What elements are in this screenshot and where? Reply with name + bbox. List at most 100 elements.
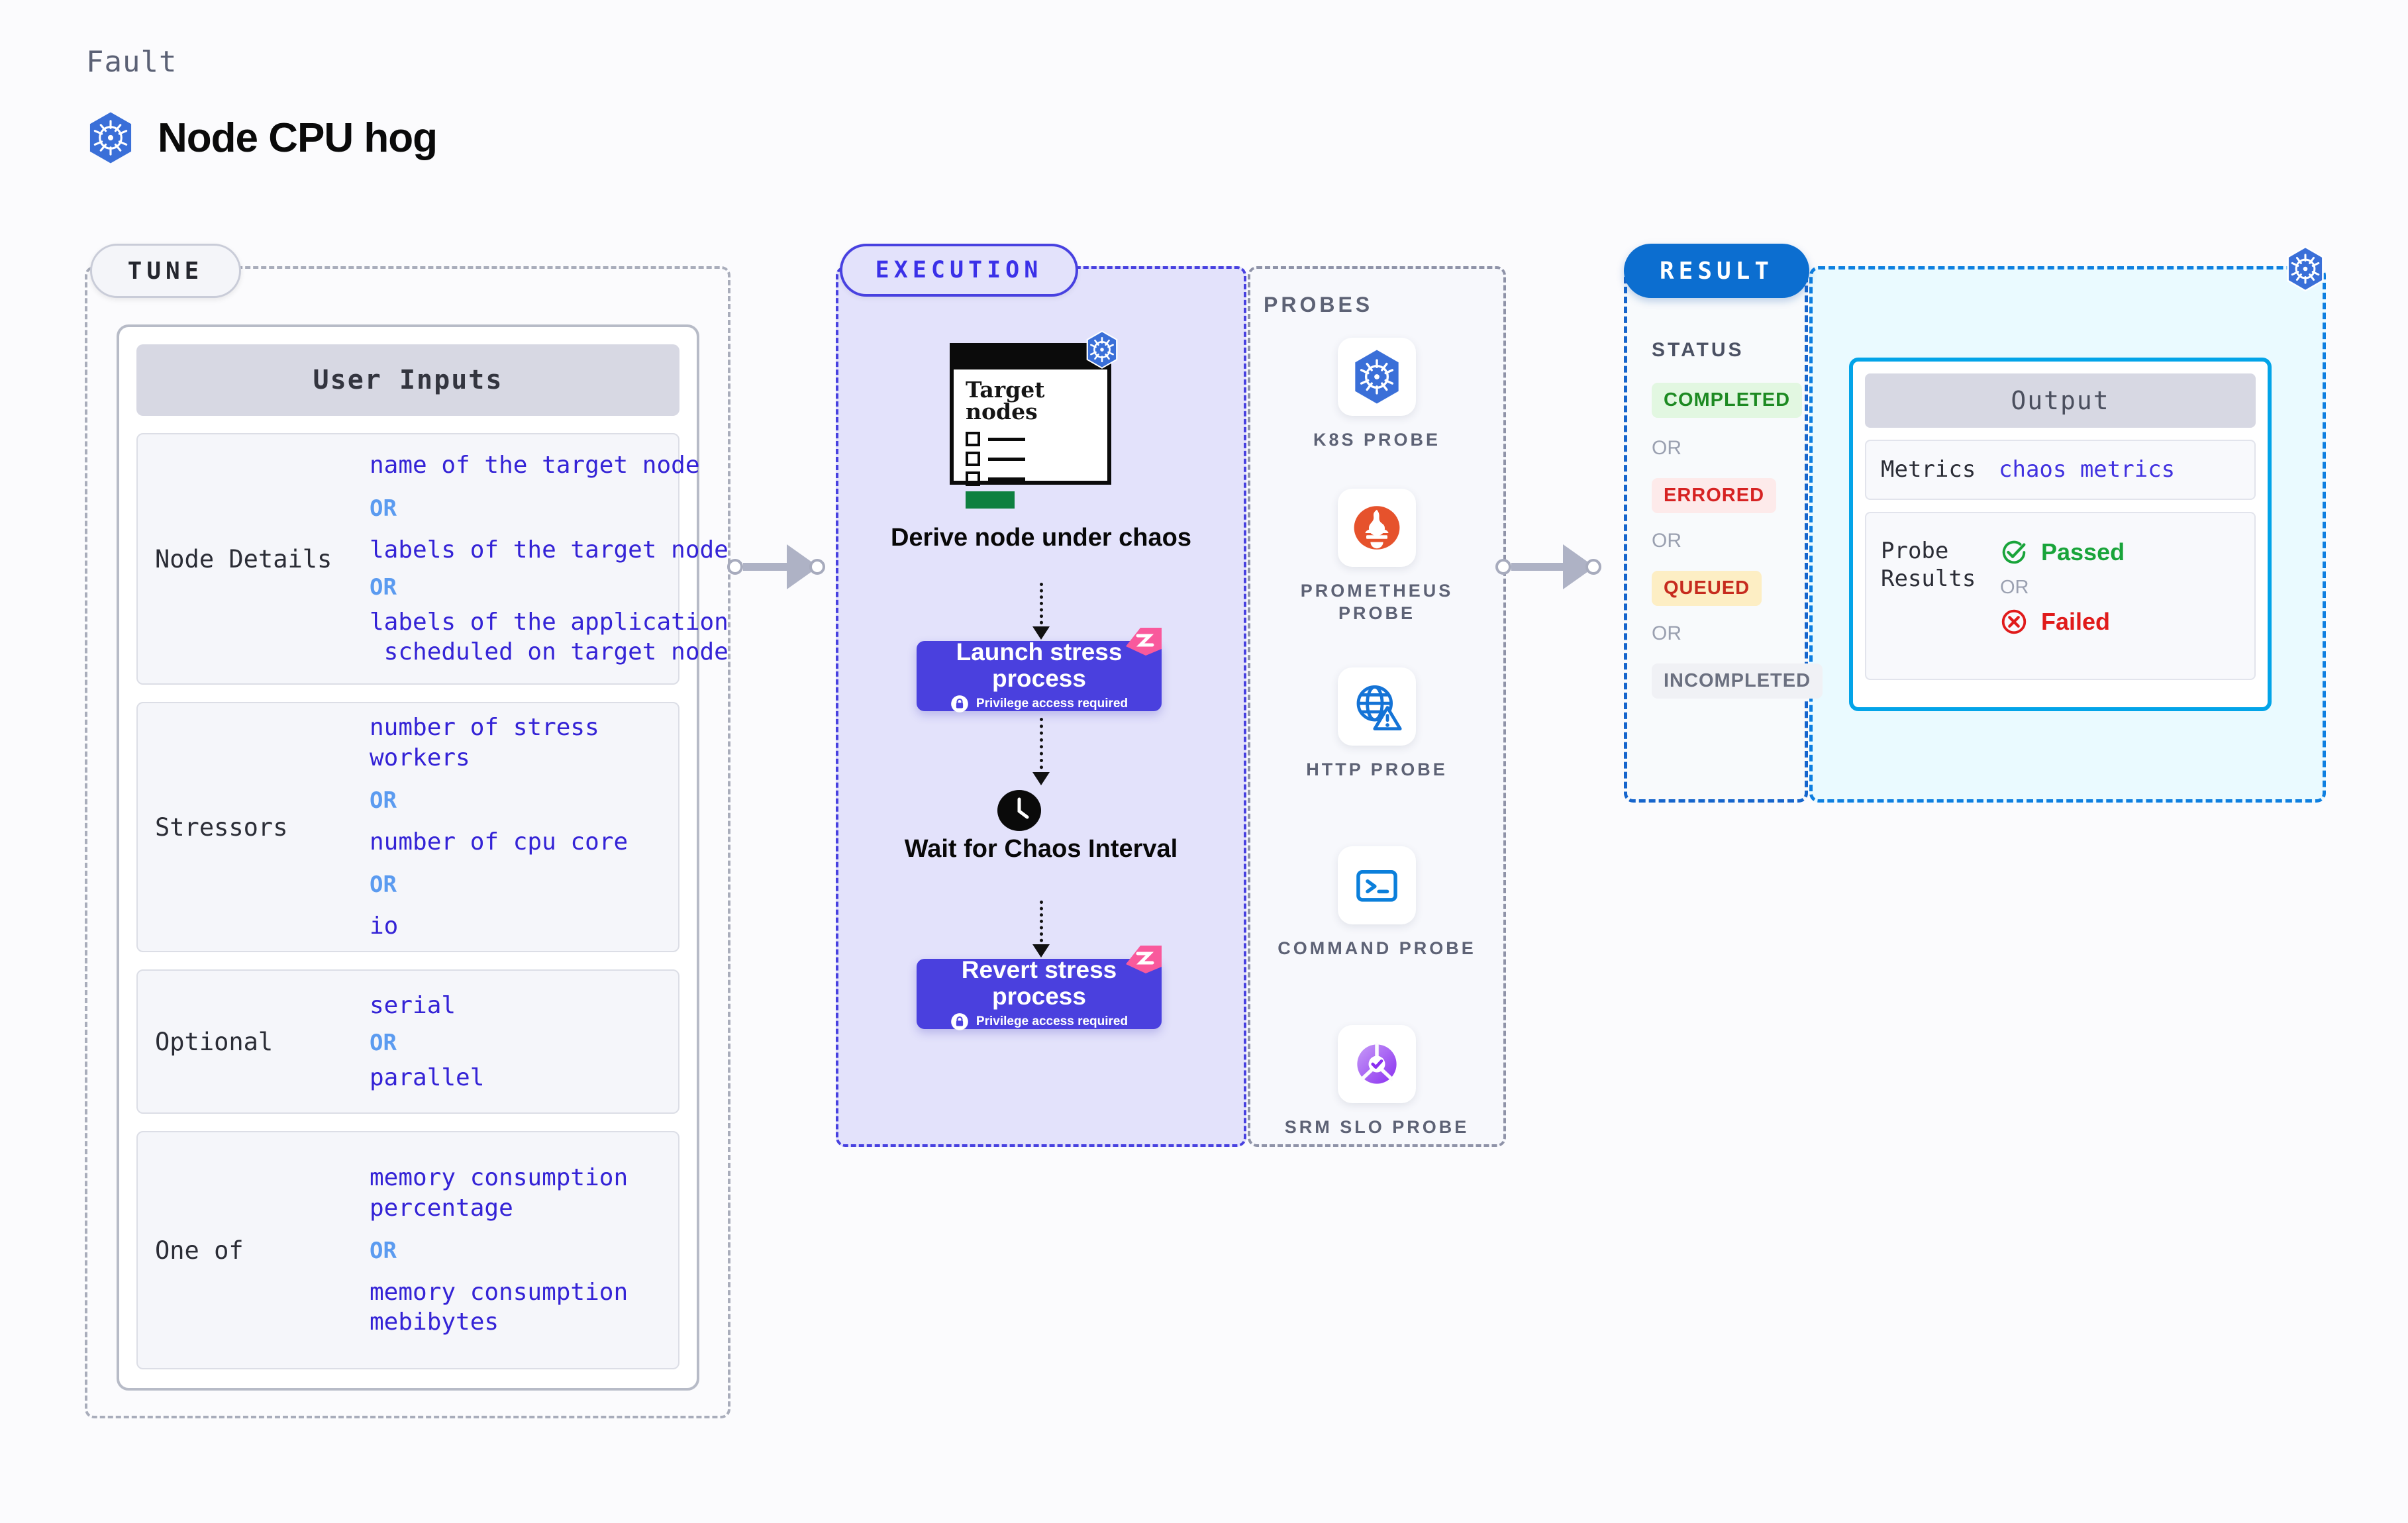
- status-section-label: STATUS: [1652, 339, 1744, 361]
- harness-ribbon-icon: [1126, 628, 1162, 656]
- probe-item-srm-slo[interactable]: SRM SLO PROBE: [1268, 1025, 1486, 1139]
- fault-title-row: Node CPU hog: [86, 111, 438, 164]
- output-card: Output Metrics chaos metrics Probe Resul…: [1849, 358, 2272, 711]
- arrow-line: [1040, 718, 1043, 783]
- probe-label: HTTP PROBE: [1306, 760, 1448, 779]
- probe-result-separator: OR: [2000, 576, 2029, 598]
- output-row-value: chaos metrics: [1999, 456, 2176, 483]
- target-card-titlebar: [954, 347, 1107, 369]
- probe-result-failed-label: Failed: [2041, 607, 2111, 635]
- prometheus-icon: [1354, 506, 1400, 550]
- tune-row-stressors: Stressors number of stress workers OR nu…: [136, 702, 679, 952]
- step-revert-stress-process[interactable]: Revert stress process Privilege access r…: [917, 946, 1162, 1031]
- probe-result-failed: Failed: [1999, 607, 2254, 637]
- privilege-note: Privilege access required: [950, 695, 1128, 713]
- checklist-item: [966, 432, 1107, 446]
- clock-icon: [997, 790, 1041, 834]
- output-row-key: Probe Results: [1881, 537, 1976, 593]
- tune-row-key: Stressors: [155, 812, 288, 842]
- user-inputs-card: User Inputs Node Details name of the tar…: [117, 324, 728, 1391]
- checkbox-icon: [966, 471, 980, 486]
- probe-label: PROMETHEUS PROBE: [1300, 581, 1454, 623]
- probe-item-k8s[interactable]: K8S PROBE: [1268, 338, 1486, 452]
- probe-icon-tile: [1338, 846, 1416, 924]
- connector-bar: [1511, 563, 1563, 571]
- check-circle-icon: [2002, 540, 2026, 564]
- tune-separator: OR: [370, 871, 397, 899]
- globe-warning-icon: [1356, 685, 1402, 730]
- probes-section-label: PROBES: [1264, 293, 1374, 317]
- terminal-icon: [1356, 869, 1397, 902]
- arrow-line: [1040, 901, 1043, 955]
- arrow-head: [1032, 944, 1050, 958]
- status-separator: OR: [1652, 622, 1681, 644]
- placeholder-line: [988, 477, 1025, 481]
- green-status-bar: [966, 491, 1015, 509]
- tune-row-key: One of: [155, 1236, 244, 1265]
- output-card-title: Output: [1865, 373, 2256, 428]
- target-card-title-line2: nodes: [966, 399, 1038, 424]
- privilege-note-text: Privilege access required: [976, 1014, 1129, 1029]
- tune-separator: OR: [370, 787, 397, 814]
- tune-value: parallel: [370, 1064, 485, 1091]
- step-label-wait-chaos-interval: Wait for Chaos Interval: [904, 835, 1178, 863]
- tune-value: memory consumption percentage: [370, 1164, 628, 1222]
- slo-donut-check-icon: [1357, 1042, 1397, 1084]
- tune-value: io: [370, 912, 399, 940]
- step-launch-stress-process[interactable]: Launch stress process Privilege access r…: [917, 628, 1162, 713]
- tune-value: number of stress workers: [370, 714, 599, 771]
- status-separator: OR: [1652, 437, 1681, 459]
- tune-separator: OR: [370, 574, 397, 601]
- user-inputs-title: User Inputs: [136, 344, 679, 416]
- connector-tune-to-execution: [727, 544, 844, 589]
- checklist-item: [966, 452, 1107, 466]
- probe-icon-tile: [1338, 338, 1416, 416]
- status-badge-incompleted: INCOMPLETED: [1652, 663, 1823, 699]
- target-card-title-line1: Target: [966, 377, 1045, 403]
- status-separator: OR: [1652, 530, 1681, 552]
- arrow-head: [1032, 626, 1050, 640]
- kubernetes-icon: [1355, 350, 1399, 404]
- connector-start-dot: [1495, 559, 1511, 575]
- kubernetes-icon: [2283, 245, 2327, 296]
- arrow-line: [1040, 583, 1043, 637]
- step-title: Launch stress process: [956, 638, 1123, 692]
- fault-kicker-label: Fault: [86, 45, 177, 79]
- arrow-head: [1032, 772, 1050, 785]
- output-row-probe-results: Probe Results Passed OR Failed: [1865, 511, 2256, 680]
- tune-value: labels of the target node: [370, 536, 728, 564]
- result-status-panel: [1624, 266, 1808, 803]
- harness-ribbon-icon: [1126, 946, 1162, 973]
- output-row-metrics: Metrics chaos metrics: [1865, 440, 2256, 500]
- connector-end-dot: [809, 559, 825, 575]
- target-card-checklist: [954, 422, 1107, 486]
- flow-arrow: [1032, 718, 1050, 785]
- tune-row-optional: Optional serial OR parallel: [136, 969, 679, 1114]
- privilege-note: Privilege access required: [950, 1012, 1128, 1031]
- tune-panel: [85, 266, 730, 1418]
- probe-item-command[interactable]: COMMAND PROBE: [1268, 846, 1486, 960]
- tune-row-key: Optional: [155, 1027, 274, 1056]
- connector-bar: [743, 563, 787, 571]
- tune-value: serial: [370, 991, 456, 1019]
- placeholder-line: [988, 437, 1025, 441]
- target-nodes-card: Target nodes: [950, 343, 1111, 509]
- tune-separator: OR: [370, 1030, 397, 1056]
- probe-item-http[interactable]: HTTP PROBE: [1268, 667, 1486, 781]
- tune-row-node-details: Node Details name of the target node OR …: [136, 433, 728, 685]
- page-title: Node CPU hog: [158, 115, 438, 161]
- probe-icon-tile: [1338, 667, 1416, 746]
- tune-separator: OR: [370, 1238, 397, 1264]
- probe-result-passed: Passed: [1999, 537, 2254, 567]
- result-tag[interactable]: RESULT: [1624, 244, 1809, 298]
- probe-result-passed-label: Passed: [2041, 538, 2125, 565]
- tune-tag[interactable]: TUNE: [90, 244, 241, 298]
- execution-tag[interactable]: EXECUTION: [840, 244, 1078, 297]
- tune-separator: OR: [370, 495, 397, 522]
- connector-execution-to-result: [1495, 544, 1628, 589]
- kubernetes-icon: [1083, 330, 1121, 373]
- connector-end-dot: [1585, 559, 1601, 575]
- status-badge-completed: COMPLETED: [1652, 383, 1803, 418]
- probe-item-prometheus[interactable]: PROMETHEUS PROBE: [1268, 489, 1486, 625]
- probe-icon-tile: [1338, 1025, 1416, 1103]
